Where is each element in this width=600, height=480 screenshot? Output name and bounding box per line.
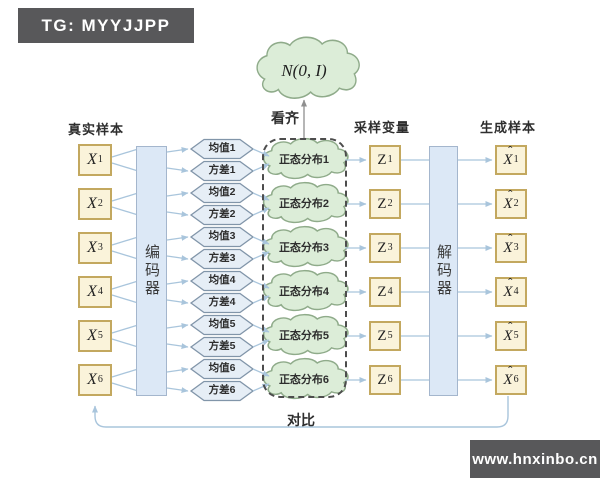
header-real-samples: 真实样本	[67, 122, 124, 137]
header-sampled-variables: 采样变量	[353, 120, 410, 135]
compare-annotation: 对比	[287, 412, 315, 428]
watermark-badge-top-left: TG: MYYJJPP	[18, 8, 194, 43]
cloud-shapes	[189, 36, 360, 402]
mean-label-3: 均值3	[208, 230, 236, 242]
variance-label-4: 方差4	[208, 296, 236, 308]
watermark-badge-bottom-right: www.hnxinbo.cn	[470, 440, 600, 478]
decoder-block: 解码器	[429, 146, 458, 396]
mean-label-1: 均值1	[208, 142, 236, 154]
distribution-label-3: 正态分布3	[278, 242, 330, 254]
distribution-label-2: 正态分布2	[278, 198, 330, 210]
mean-label-6: 均值6	[208, 362, 236, 374]
variance-label-1: 方差1	[208, 164, 236, 176]
variance-label-3: 方差3	[208, 252, 236, 264]
distribution-group-box	[262, 138, 347, 398]
align-annotation: 看齐	[271, 110, 299, 126]
distribution-label-1: 正态分布1	[278, 154, 330, 166]
distribution-label-5: 正态分布5	[278, 330, 330, 342]
prior-distribution-label: N(0, I)	[281, 61, 327, 80]
variance-label-6: 方差6	[208, 384, 236, 396]
mean-label-5: 均值5	[208, 318, 236, 330]
variance-label-5: 方差5	[208, 340, 236, 352]
mean-label-2: 均值2	[208, 186, 236, 198]
header-generated-samples: 生成样本	[479, 120, 536, 135]
mean-label-4: 均值4	[208, 274, 236, 286]
distribution-label-4: 正态分布4	[278, 286, 330, 298]
encoder-block: 编码器	[136, 146, 167, 396]
variance-label-2: 方差2	[208, 208, 236, 220]
compare-path	[92, 396, 509, 428]
distribution-label-6: 正态分布6	[278, 374, 330, 386]
